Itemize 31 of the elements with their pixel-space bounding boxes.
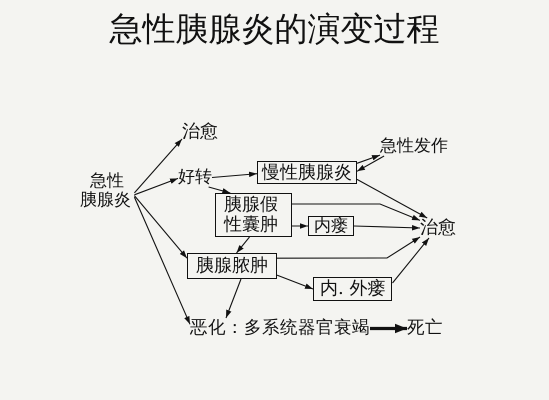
arrow — [212, 172, 258, 178]
arrow — [354, 224, 420, 231]
stage-box: 胰腺脓肿 — [187, 253, 277, 279]
stage-box: 内. 外瘘 — [313, 277, 392, 301]
arrow — [292, 223, 308, 229]
stage-label: 恶化：多系统器官衰竭 — [190, 318, 370, 339]
stage-label: 治愈 — [182, 122, 218, 142]
stage-label: 急性发作 — [380, 137, 448, 156]
arrow — [208, 186, 230, 194]
arrow — [225, 278, 242, 318]
arrow — [134, 195, 188, 259]
title: 急性胰腺炎的演变过程 — [110, 10, 440, 47]
arrow — [392, 238, 430, 284]
arrow — [134, 138, 182, 194]
stage-label: 治愈 — [420, 218, 456, 238]
stage-box: 慢性胰腺炎 — [257, 161, 357, 184]
arrow — [276, 274, 314, 290]
arrow — [356, 178, 428, 218]
arrow — [236, 236, 250, 254]
stage-box: 内瘘 — [308, 216, 354, 236]
arrow — [370, 324, 407, 334]
arrow — [134, 196, 190, 325]
stage-label: 急性胰腺炎 — [80, 172, 134, 210]
arrow — [292, 203, 420, 221]
stage-label: 好转 — [178, 168, 212, 187]
arrow — [277, 236, 420, 259]
arrow — [356, 156, 384, 172]
stage-box: 胰腺假性囊肿 — [215, 193, 292, 237]
arrow — [134, 178, 178, 196]
stage-label: 死亡 — [407, 318, 443, 339]
arrow — [356, 154, 380, 164]
